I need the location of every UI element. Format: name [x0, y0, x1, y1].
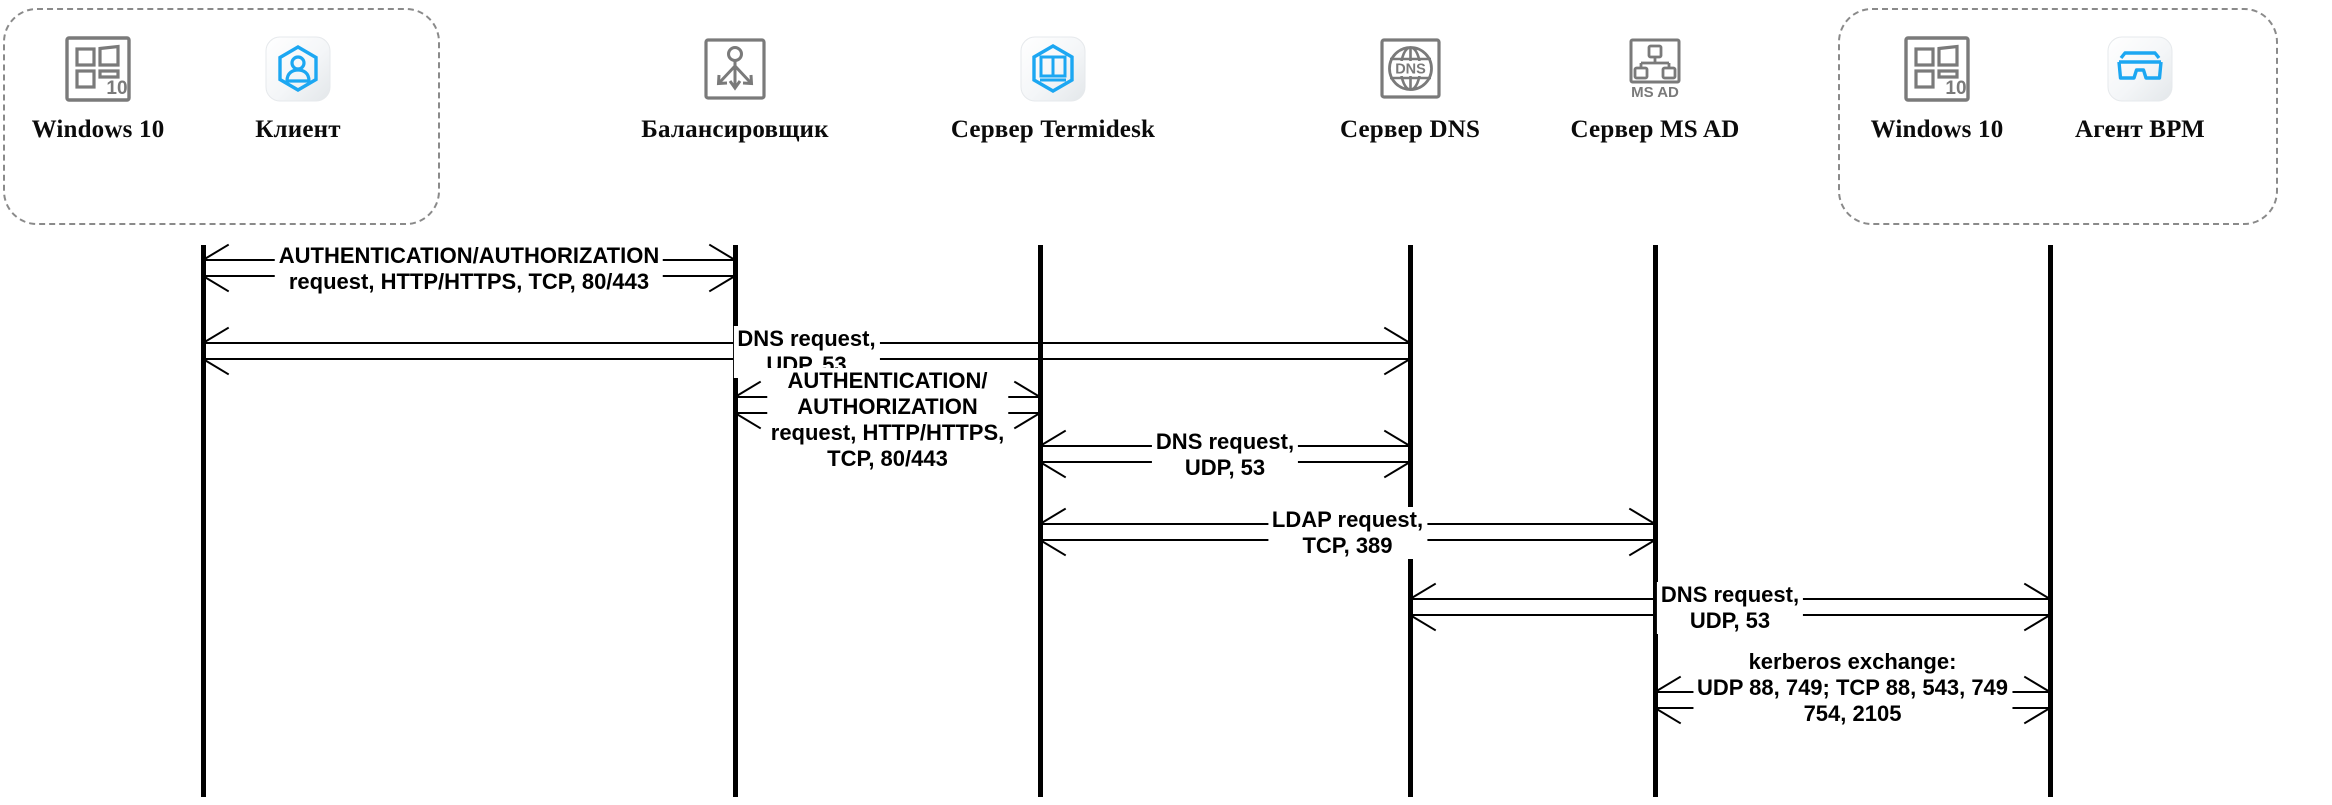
actor-label: Сервер DNS [1339, 116, 1481, 143]
message-label-msg-auth-client-balancer: AUTHENTICATION/AUTHORIZATION request, HT… [274, 243, 664, 295]
windows-10-icon: 10 [1898, 30, 1976, 108]
actor-label: Клиент [255, 116, 341, 143]
actor-agent-vdi[interactable]: Агент ВРМ [2025, 30, 2255, 144]
actor-label: Сервер MS AD [1570, 116, 1740, 143]
ms-ad-icon: MS AD [1616, 30, 1694, 108]
actor-windows10-left[interactable]: 10 Windows 10 [0, 30, 213, 144]
message-label-msg-ldap-termidesk-msad: LDAP request, TCP, 389 [1267, 507, 1428, 559]
actor-termidesk[interactable]: Сервер Termidesk [938, 30, 1168, 144]
msad-badge-text: MS AD [1631, 84, 1679, 101]
actor-label: Windows 10 [1870, 116, 2004, 143]
lifeline-msad [1653, 245, 1658, 797]
agent-workstation-group [1838, 8, 2278, 225]
message-label-msg-kerberos-msad-agent: kerberos exchange: UDP 88, 749; TCP 88, … [1692, 649, 2013, 727]
windows-version-badge: 10 [1945, 78, 1966, 99]
message-label-msg-dns-termidesk-dns: DNS request, UDP, 53 [1151, 429, 1299, 481]
lifeline-agent-vdi [2048, 245, 2053, 797]
lifeline-balancer [733, 245, 738, 797]
client-hex-icon [259, 30, 337, 108]
actor-label: Windows 10 [31, 116, 165, 143]
lifeline-client [201, 245, 206, 797]
dns-badge-text: DNS [1395, 62, 1426, 78]
actor-windows10-right[interactable]: 10 Windows 10 [1822, 30, 2052, 144]
agent-glasses-icon [2101, 30, 2179, 108]
actor-label: Агент ВРМ [2075, 116, 2205, 143]
client-workstation-group [3, 8, 440, 225]
message-label-msg-auth-balancer-termidesk: AUTHENTICATION/ AUTHORIZATION request, H… [766, 368, 1009, 472]
actor-dns[interactable]: DNS Сервер DNS [1295, 30, 1525, 144]
actor-balancer[interactable]: Балансировщик [620, 30, 850, 144]
windows-10-icon: 10 [59, 30, 137, 108]
dns-globe-icon: DNS [1371, 30, 1449, 108]
actor-label: Сервер Termidesk [950, 116, 1156, 143]
actor-client[interactable]: Клиент [183, 30, 413, 144]
load-balancer-icon [696, 30, 774, 108]
actor-msad[interactable]: MS AD Сервер MS AD [1540, 30, 1770, 144]
windows-version-badge: 10 [106, 78, 127, 99]
message-label-msg-dns-dns-agent: DNS request, UDP, 53 [1656, 582, 1804, 634]
termidesk-hex-icon [1014, 30, 1092, 108]
actor-label: Балансировщик [641, 116, 829, 143]
